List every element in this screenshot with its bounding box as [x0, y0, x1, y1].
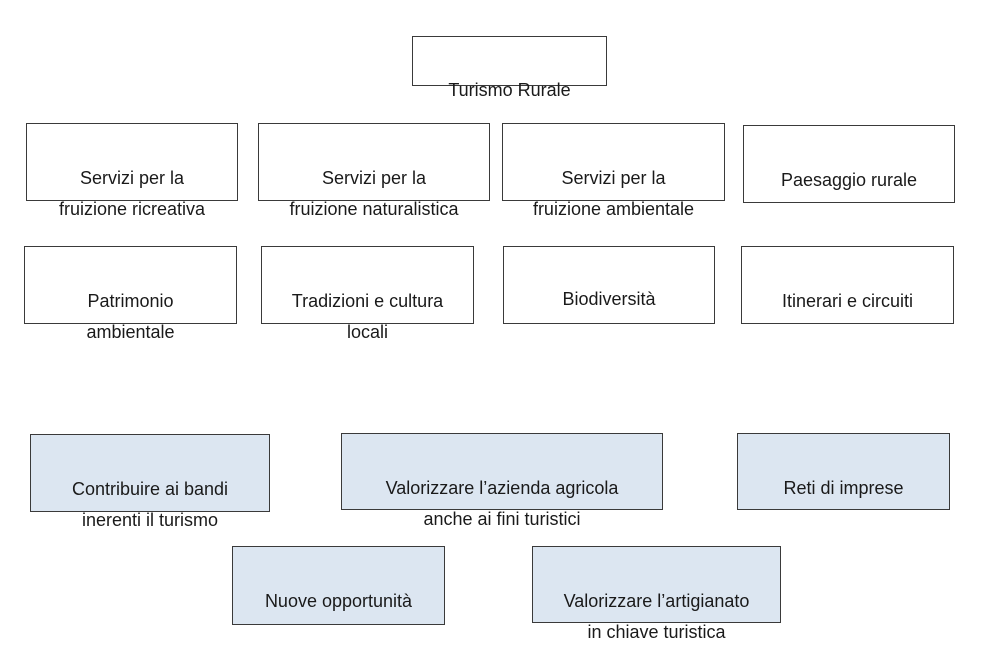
node-label: Servizi per la fruizione ambientale: [532, 168, 695, 219]
node-servizi-naturalistica: Servizi per la fruizione naturalistica: [258, 123, 490, 219]
title-box: Turismo Rurale: [412, 36, 607, 100]
node-label: Paesaggio rurale: [780, 170, 918, 190]
node-label: Servizi per la fruizione ricreativa: [58, 168, 206, 219]
title-text: Turismo Rurale: [448, 80, 571, 100]
node-itinerari-circuiti: Itinerari e circuiti: [741, 246, 954, 324]
node-label: Valorizzare l’azienda agricola anche ai …: [385, 478, 619, 529]
node-servizi-ricreativa: Servizi per la fruizione ricreativa: [26, 123, 238, 219]
node-tradizioni-cultura: Tradizioni e cultura locali: [261, 246, 474, 342]
node-contribuire-bandi: Contribuire ai bandi inerenti il turismo: [30, 434, 270, 530]
node-label: Tradizioni e cultura locali: [291, 291, 444, 342]
node-servizi-ambientale: Servizi per la fruizione ambientale: [502, 123, 725, 219]
node-label: Nuove opportunità: [264, 591, 413, 611]
node-label: Reti di imprese: [783, 478, 904, 498]
node-paesaggio-rurale: Paesaggio rurale: [743, 125, 955, 203]
node-valorizzare-azienda: Valorizzare l’azienda agricola anche ai …: [341, 433, 663, 529]
node-label: Contribuire ai bandi inerenti il turismo: [71, 479, 229, 530]
node-biodiversita: Biodiversità: [503, 246, 715, 324]
node-reti-imprese: Reti di imprese: [737, 433, 950, 510]
node-valorizzare-artigianato: Valorizzare l’artigianato in chiave turi…: [532, 546, 781, 642]
node-patrimonio-ambientale: Patrimonio ambientale: [24, 246, 237, 342]
node-label: Servizi per la fruizione naturalistica: [289, 168, 459, 219]
node-nuove-opportunita: Nuove opportunità: [232, 546, 445, 625]
node-label: Biodiversità: [562, 289, 656, 309]
node-label: Patrimonio ambientale: [86, 291, 175, 342]
node-label: Valorizzare l’artigianato in chiave turi…: [563, 591, 750, 642]
node-label: Itinerari e circuiti: [781, 291, 914, 311]
